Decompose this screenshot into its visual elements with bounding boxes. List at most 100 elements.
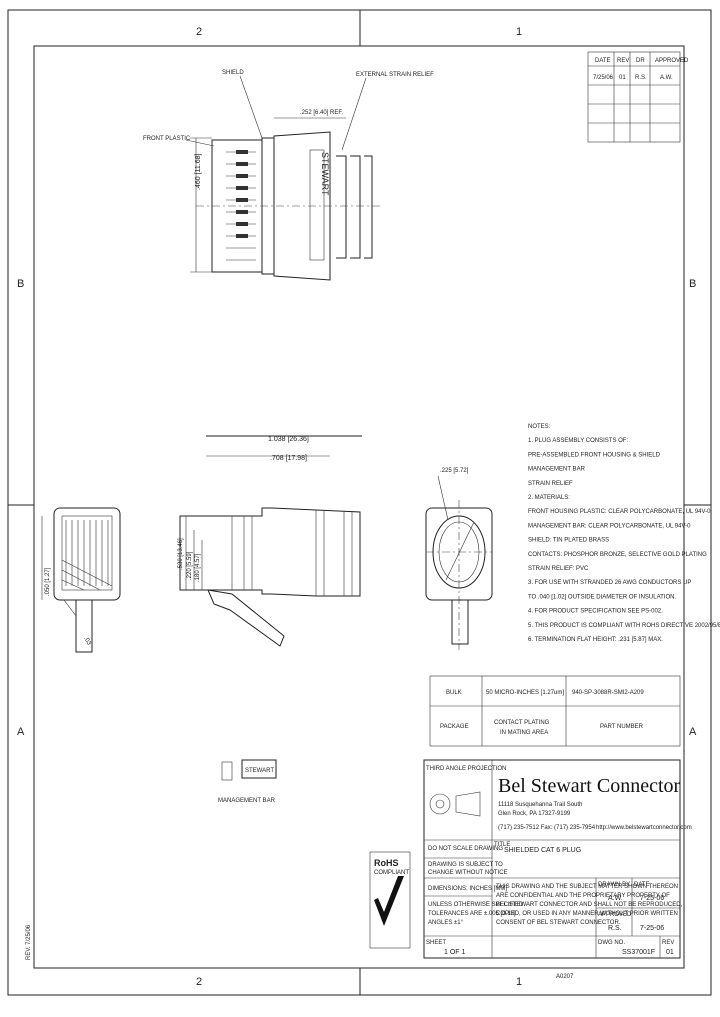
part-table-part-number-header: PART NUMBER [600, 724, 644, 730]
rev-row-dr: R.S. [635, 75, 647, 81]
side-view-length-2: .708 [17.98] [270, 455, 307, 462]
zone-top-2: 2 [196, 26, 202, 38]
rev-row-approved: A.W. [660, 75, 673, 81]
dwg-number: SS37001F [622, 949, 655, 956]
note-line: NOTES: [528, 424, 551, 430]
note-line: PRE-ASSEMBLED FRONT HOUSING & SHIELD [528, 452, 661, 458]
zone-right-a: A [689, 726, 697, 738]
zone-left-b: B [17, 278, 24, 290]
note-line: 3. FOR USE WITH STRANDED 26 AWG CONDUCTO… [528, 580, 691, 586]
management-bar-label: MANAGEMENT BAR [218, 798, 276, 804]
front-view: .050 [1.27] .03 [41, 507, 121, 653]
phone: (717) 235-7512 Fax: (717) 235-7954 [498, 825, 596, 831]
zone-left-a: A [17, 726, 25, 738]
drawing-title: SHIELDED CAT 6 PLUG [504, 847, 581, 854]
top-view-shield-label: SHIELD [222, 70, 244, 76]
proprietary-4: COPIED, OR USED IN ANY MANNER WITHOUT PR… [496, 911, 678, 917]
front-view-height-1: .050 [1.27] [45, 567, 51, 596]
zone-top-1: 1 [516, 26, 522, 38]
part-table-plating-value: 50 MICRO-INCHES [1.27um] [486, 690, 564, 696]
note-line: TO .040 [1.02] OUTSIDE DIAMETER OF INSUL… [528, 594, 676, 600]
front-view-misc-dim: .03 [82, 636, 92, 647]
note-line: 6. TERMINATION FLAT HEIGHT: .231 [5.87] … [528, 637, 663, 643]
dims-units: DIMENSIONS: INCHES [MM] [428, 886, 507, 892]
note-line: STRAIN RELIEF [528, 481, 573, 487]
top-view: STEWART .460 [11.68] .252 [6.40] REF. SH… [143, 70, 434, 281]
management-bar: STEWART MANAGEMENT BAR [218, 759, 277, 804]
drawn-by: A.W. [608, 895, 623, 902]
drawn-by-label: DRAWN BY [598, 882, 630, 888]
rev-header-rev: REV [617, 58, 629, 64]
rev-header-approved: APPROVED [655, 58, 689, 64]
side-view: 1.038 [26.36] .708 [17.98] .530 [13.46] … [178, 435, 362, 647]
part-table: BULK 50 MICRO-INCHES [1.27um] 940-SP-308… [429, 675, 681, 747]
side-view-height-4: .530 [13.46] [178, 538, 184, 570]
tolerances-3: ANGLES ±1° [428, 920, 464, 926]
proprietary-3: BEL STEWART CONNECTOR AND SHALL NOT BE R… [496, 902, 683, 908]
notes-block: NOTES: 1. PLUG ASSEMBLY CONSISTS OF: PRE-… [528, 424, 720, 643]
side-view-length-1: 1.038 [26.36] [268, 436, 309, 443]
approved-by: R.S. [608, 925, 622, 932]
approved-label: APPROVED [598, 912, 632, 918]
rev-row-date: 7/25/06 [593, 75, 614, 81]
dwg-label: DWG NO. [598, 940, 625, 946]
proprietary-5: CONSENT OF BEL STEWART CONNECTOR. [496, 920, 621, 926]
sheet-label: SHEET [426, 940, 446, 946]
sheet-value: 1 OF 1 [444, 949, 466, 956]
note-line: FRONT HOUSING PLASTIC: CLEAR POLYCARBONA… [528, 509, 711, 515]
part-table-plating-header-2: IN MATING AREA [500, 730, 548, 736]
part-table-bulk: BULK [446, 690, 462, 696]
title-label: TITLE [494, 842, 510, 848]
note-line: 2. MATERIALS: [528, 495, 570, 501]
rev-value: 01 [666, 949, 674, 956]
note-line: SHIELD: TIN PLATED BRASS [528, 538, 609, 544]
side-view-height-2: .180 [4.57] [195, 553, 201, 582]
rohs-mark: RoHS [374, 858, 399, 868]
projection-label: THIRD ANGLE PROJECTION [426, 766, 506, 772]
note-line: MANAGEMENT BAR [528, 467, 586, 473]
rev-header-date: DATE [595, 58, 611, 64]
note-line: 4. FOR PRODUCT SPECIFICATION SEE PS-002. [528, 609, 663, 615]
proprietary-2: ARE CONFIDENTIAL AND THE PROPRIETARY PRO… [496, 893, 670, 899]
part-table-plating-header: CONTACT PLATING [494, 720, 550, 726]
tolerances-1: UNLESS OTHERWISE SPECIFIED [428, 902, 524, 908]
inner-frame [33, 45, 685, 969]
note-line: 1. PLUG ASSEMBLY CONSISTS OF: [528, 438, 628, 444]
bottom-code: A0207 [556, 974, 574, 980]
rohs-logo: RoHS COMPLIANT [369, 851, 411, 949]
revision-table: DATE REV DR APPROVED 7/25/06 01 R.S. A.W… [587, 51, 689, 143]
note-line: MANAGEMENT BAR: CLEAR POLYCARBONATE, UL … [528, 523, 691, 529]
note-line: STRAIN RELIEF: PVC [528, 566, 589, 572]
drawn-date-label: DATE [634, 882, 650, 888]
subject-to-change: DRAWING IS SUBJECT TO [428, 862, 503, 868]
zone-bottom-2: 2 [196, 976, 202, 988]
company-name: Bel Stewart Connector [498, 775, 681, 797]
top-view-brand: STEWART [320, 152, 330, 196]
address-2: Glen Rock, PA 17327-9199 [498, 811, 571, 817]
title-block: THIRD ANGLE PROJECTION Bel Stewart Conne… [423, 759, 692, 959]
subject-to-change-2: CHANGE WITHOUT NOTICE [428, 870, 508, 876]
top-view-front-plastic-label: FRONT PLASTIC [143, 136, 191, 142]
end-view: .225 [5.72] [425, 468, 493, 650]
proprietary-1: THIS DRAWING AND THE SUBJECT MATTER SHOW… [496, 884, 678, 890]
side-revision-note: REV. 7/25/06 [26, 924, 32, 960]
rohs-sub: COMPLIANT [374, 870, 409, 876]
rev-row-rev: 01 [619, 75, 626, 81]
do-not-scale: DO NOT SCALE DRAWING [428, 846, 503, 852]
tolerances-2: TOLERANCES ARE ±.005 [0.13] [428, 911, 516, 917]
rev-label: REV [662, 940, 674, 946]
part-table-part-number: 940-SP-3088R-SMI2-A209 [572, 690, 644, 696]
end-view-dia-dim: .225 [5.72] [440, 468, 469, 474]
rev-header-dr: DR [636, 58, 645, 64]
approved-date: 7-25-06 [640, 925, 664, 932]
zone-right-b: B [689, 278, 696, 290]
top-view-width-dim: .460 [11.68] [195, 153, 202, 190]
zone-bottom-1: 1 [516, 976, 522, 988]
note-line: CONTACTS: PHOSPHOR BRONZE, SELECTIVE GOL… [528, 552, 707, 558]
top-view-strain-relief-label: EXTERNAL STRAIN RELIEF [356, 72, 434, 78]
note-line: 5. THIS PRODUCT IS COMPLIANT WITH ROHS D… [528, 623, 720, 629]
drawn-date: 7-25-06 [640, 895, 664, 902]
top-view-ref-dim: .252 [6.40] REF. [300, 110, 343, 116]
